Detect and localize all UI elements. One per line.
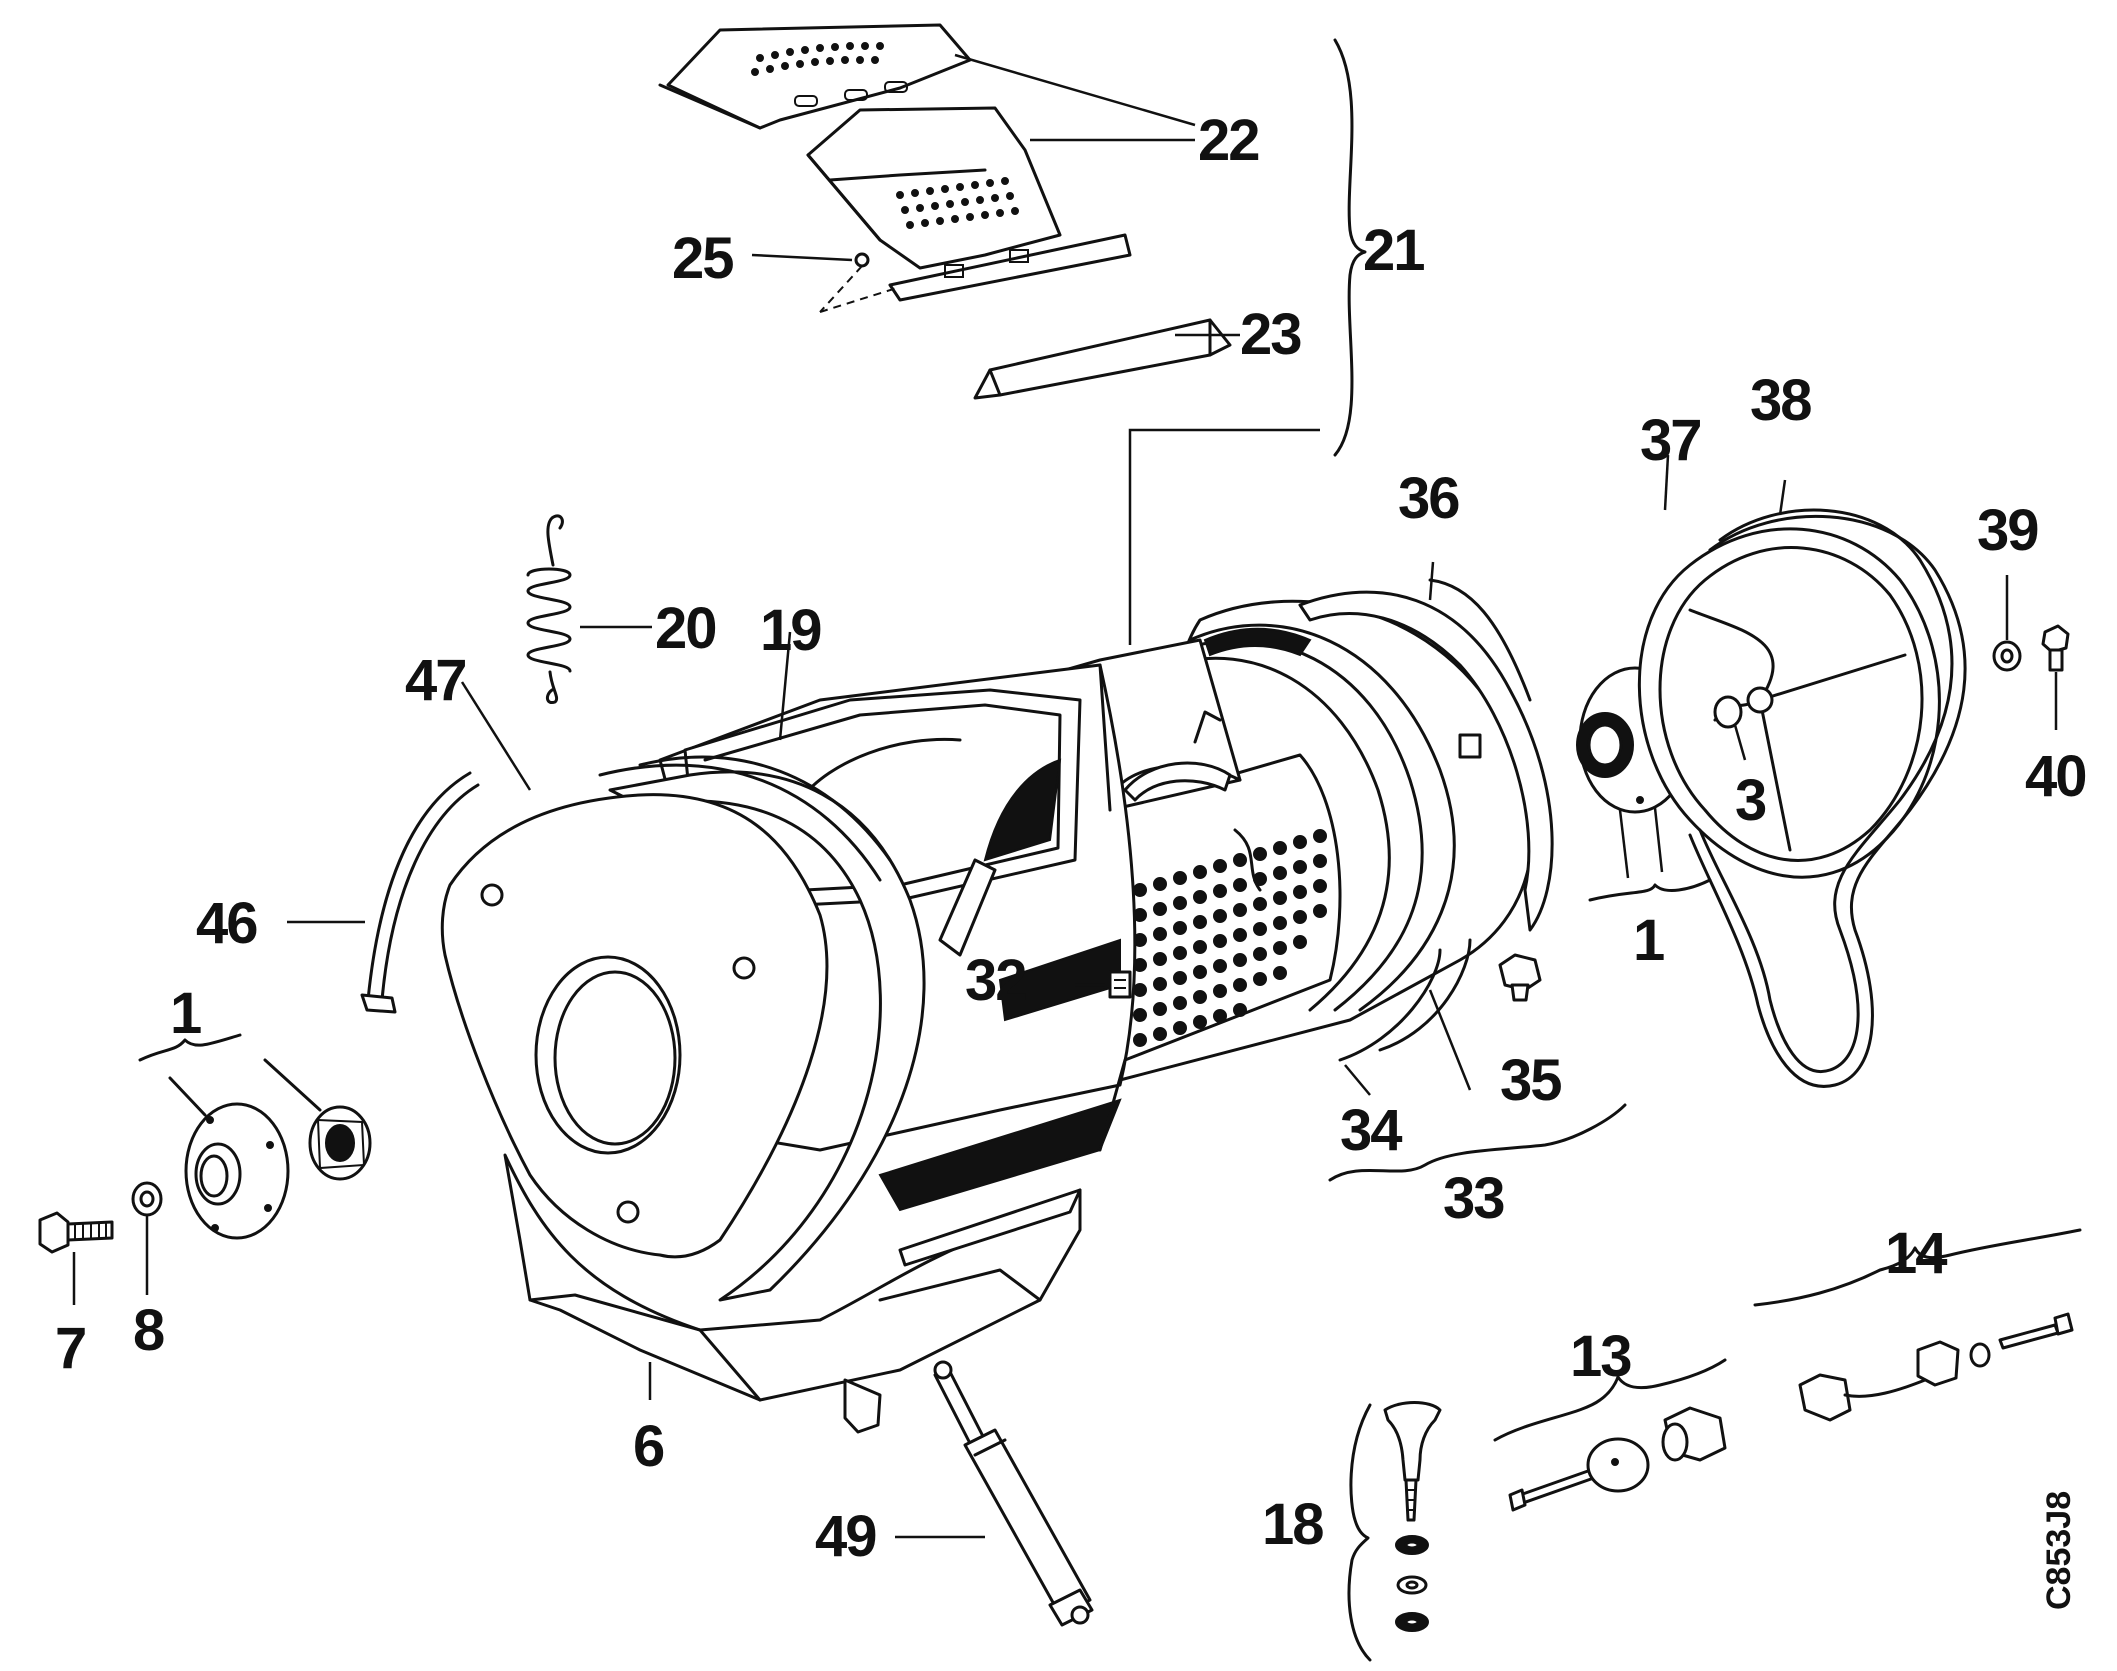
part-49-shock-absorber <box>895 1360 1094 1627</box>
callout-19: 19 <box>760 598 822 663</box>
part-35-nut <box>1498 953 1542 1002</box>
callout-1-rear: 1 <box>1633 908 1665 973</box>
callout-13: 13 <box>1570 1324 1632 1389</box>
part-3-shaft-nut <box>1713 695 1747 761</box>
callout-36: 36 <box>1398 466 1460 531</box>
part-36-rear-shell <box>1298 561 1554 932</box>
callout-33: 33 <box>1443 1166 1505 1231</box>
callout-21: 21 <box>1363 218 1425 283</box>
callout-35: 35 <box>1500 1048 1562 1113</box>
callout-38: 38 <box>1750 368 1812 433</box>
part-13-group <box>1493 1358 1727 1512</box>
part-40-bolt <box>2041 624 2070 730</box>
part-20-spring <box>526 514 652 705</box>
part-14-group <box>1753 1228 2082 1422</box>
callout-3: 3 <box>1735 768 1767 833</box>
callout-22: 22 <box>1198 108 1260 173</box>
callout-8: 8 <box>133 1298 165 1363</box>
part-22-filter-covers <box>658 23 1196 302</box>
callout-46: 46 <box>196 891 258 956</box>
callout-1-front: 1 <box>170 981 202 1046</box>
callout-32: 32 <box>965 948 1027 1013</box>
callout-20: 20 <box>655 596 717 661</box>
drum-assembly <box>440 428 1534 1434</box>
part-38-belt <box>1688 479 1967 1088</box>
part-23-strip <box>973 318 1240 400</box>
callout-47: 47 <box>405 648 467 713</box>
part-8-washer <box>131 1181 163 1295</box>
callout-25: 25 <box>672 226 734 291</box>
part-7-bolt <box>38 1211 114 1305</box>
brace-21 <box>1333 38 1367 457</box>
callout-39: 39 <box>1977 498 2039 563</box>
part-39-washer <box>1992 575 2022 672</box>
drawing-code: C853J8 <box>2040 1490 2078 1610</box>
callout-34: 34 <box>1340 1098 1402 1163</box>
part-46-seal-piece <box>287 771 480 1014</box>
callout-18: 18 <box>1262 1492 1324 1557</box>
callout-49: 49 <box>815 1504 877 1569</box>
callout-23: 23 <box>1240 302 1302 367</box>
part-33-34-seals <box>1328 938 1627 1182</box>
callout-14: 14 <box>1885 1221 1947 1286</box>
callout-40: 40 <box>2025 744 2087 809</box>
part-18-foot <box>1347 1401 1442 1662</box>
part-1-front-bearing <box>138 1033 372 1240</box>
callout-7: 7 <box>55 1316 87 1381</box>
callout-6: 6 <box>633 1414 665 1479</box>
part-25-screw <box>751 252 901 313</box>
callout-37: 37 <box>1640 408 1702 473</box>
